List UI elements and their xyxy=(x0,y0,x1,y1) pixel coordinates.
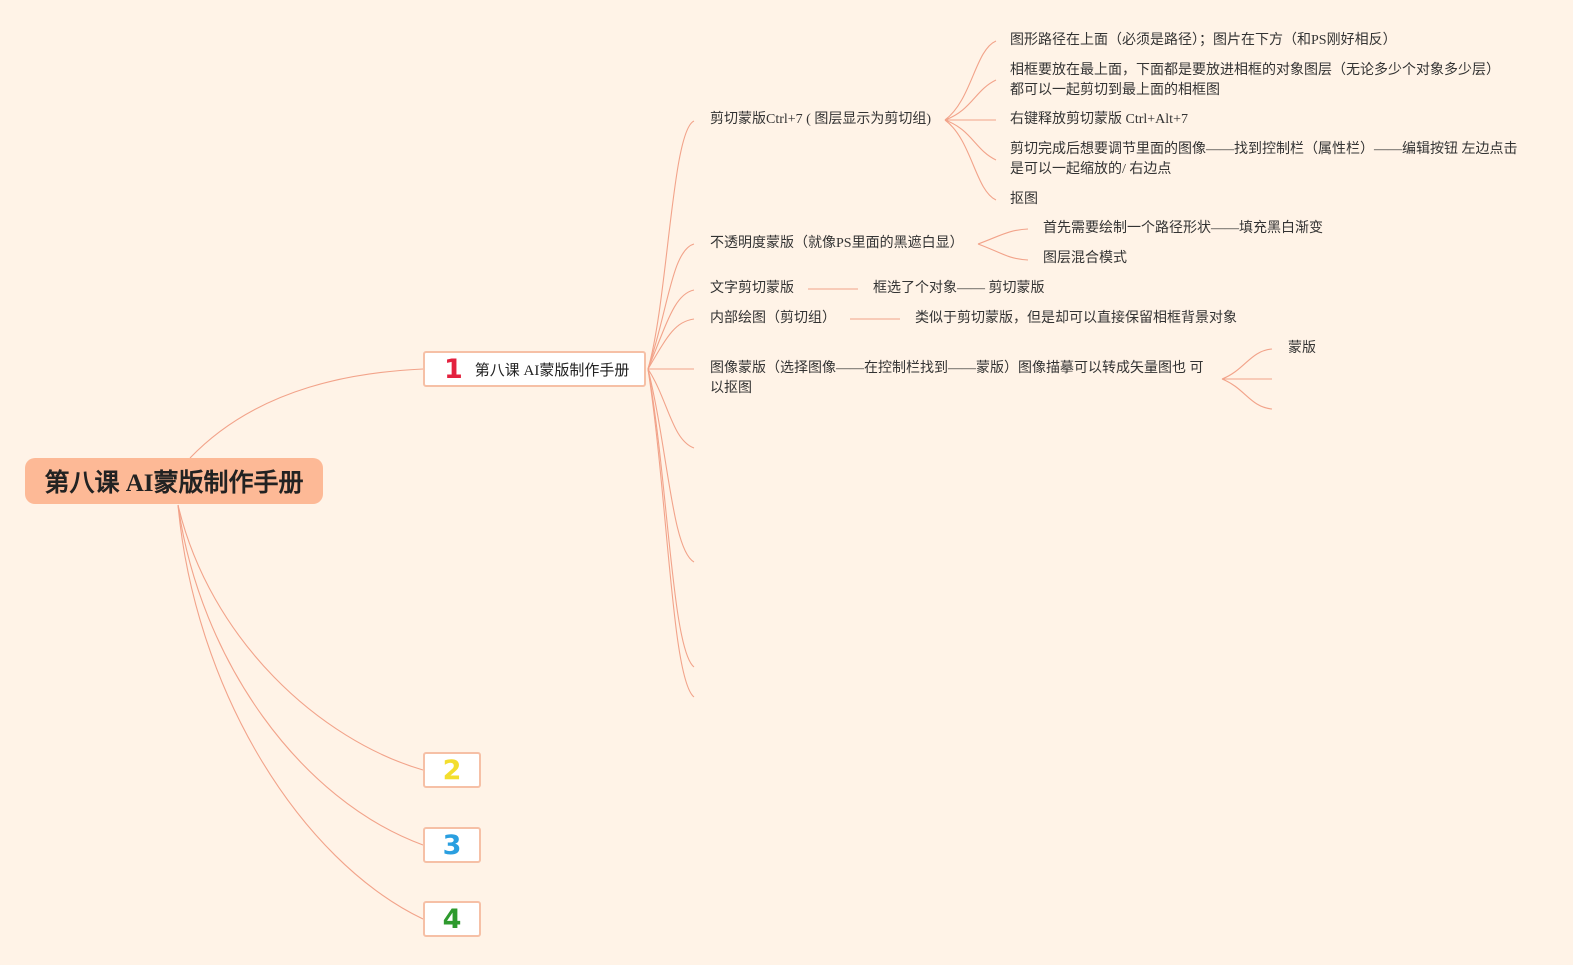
number-1-icon: 1 xyxy=(444,353,463,385)
opacity-child-2[interactable]: 图层混合模式 xyxy=(1043,251,1127,266)
link-topic1-text xyxy=(647,289,695,370)
root-title: 第八课 AI蒙版制作手册 xyxy=(44,470,304,497)
clip-child-3[interactable]: 右键释放剪切蒙版 Ctrl+Alt+7 xyxy=(1010,112,1188,127)
clip-child-4[interactable]: 剪切完成后想要调节里面的图像——找到控制栏（属性栏）——编辑按钮 左边点击是可以… xyxy=(1010,142,1518,177)
image-mask-child[interactable]: 蒙版 xyxy=(1288,341,1316,356)
link-root-topic3 xyxy=(177,504,424,846)
link-root-topic2 xyxy=(177,504,424,771)
number-4-icon: 4 xyxy=(442,903,462,935)
clip-child-5[interactable]: 抠图 xyxy=(1010,192,1038,207)
link-opacity-2 xyxy=(977,243,1029,261)
root-topic[interactable]: 第八课 AI蒙版制作手册 xyxy=(25,458,323,504)
branch-clip-mask[interactable]: 剪切蒙版Ctrl+7 ( 图层显示为剪切组) xyxy=(710,112,931,127)
link-root-topic1 xyxy=(189,368,424,459)
link-topic1-empty4 xyxy=(647,368,695,698)
topic-2[interactable]: 2 xyxy=(423,752,481,788)
topic-1-label: 第八课 AI蒙版制作手册 xyxy=(474,362,630,379)
branch-opacity-mask[interactable]: 不透明度蒙版（就像PS里面的黑遮白显） xyxy=(710,236,964,251)
link-image-3 xyxy=(1221,378,1273,410)
link-clip-4 xyxy=(944,119,997,161)
link-opacity-1 xyxy=(977,228,1029,245)
clip-child-1[interactable]: 图形路径在上面（必须是路径）；图片在下方（和PS刚好相反） xyxy=(1010,33,1397,48)
text-clip-child[interactable]: 框选了个对象—— 剪切蒙版 xyxy=(873,281,1045,296)
branch-inner-draw[interactable]: 内部绘图（剪切组） xyxy=(710,311,836,326)
link-topic1-clip xyxy=(647,120,695,370)
topic-4[interactable]: 4 xyxy=(423,901,481,937)
link-image-1 xyxy=(1221,348,1273,380)
link-clip-5 xyxy=(944,119,997,201)
clip-child-2[interactable]: 相框要放在最上面，下面都是要放进相框的对象图层（无论多少个对象多少层）都可以一起… xyxy=(1010,63,1500,98)
link-topic1-empty3 xyxy=(647,368,695,668)
link-topic1-opacity xyxy=(647,243,695,370)
link-topic1-empty2 xyxy=(647,368,695,563)
number-3-icon: 3 xyxy=(442,829,462,861)
link-topic1-inner xyxy=(647,318,695,370)
link-clip-1 xyxy=(944,40,997,121)
branch-text-clip[interactable]: 文字剪切蒙版 xyxy=(710,281,794,296)
branch-image-mask[interactable]: 图像蒙版（选择图像——在控制栏找到——蒙版）图像描摹可以转成矢量图也 可以抠图 xyxy=(710,361,1204,396)
link-topic1-empty1 xyxy=(647,368,695,449)
opacity-child-1[interactable]: 首先需要绘制一个路径形状——填充黑白渐变 xyxy=(1043,221,1323,236)
topic-1[interactable]: 1 第八课 AI蒙版制作手册 xyxy=(423,351,646,387)
link-clip-2 xyxy=(944,79,997,121)
number-2-icon: 2 xyxy=(442,754,462,786)
topic-3[interactable]: 3 xyxy=(423,827,481,863)
inner-draw-child[interactable]: 类似于剪切蒙版，但是却可以直接保留相框背景对象 xyxy=(915,311,1237,326)
link-root-topic4 xyxy=(177,504,424,920)
